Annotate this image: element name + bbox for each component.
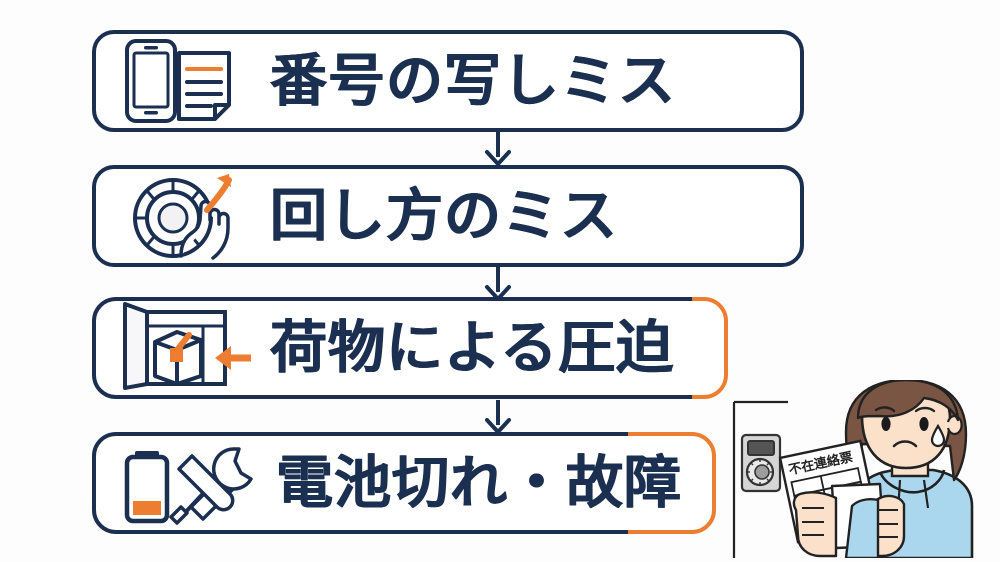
step-label-2: 回し方のミス (270, 182, 618, 249)
dial-lock-wall-device (740, 433, 782, 493)
connector-arrow-1 (478, 130, 518, 168)
step-box-3[interactable]: 荷物による圧迫 (92, 297, 728, 399)
step-box-4[interactable]: 電池切れ・故障 (92, 432, 716, 534)
battery-tools-icon (114, 437, 260, 529)
worried-woman-with-notice-illustration: 不在連絡票 (728, 378, 1000, 560)
step-box-2[interactable]: 回し方のミス (92, 165, 804, 267)
locker-package-pressure-icon (114, 302, 254, 394)
connector-arrow-2 (478, 265, 518, 303)
connector-arrow-3 (478, 398, 518, 436)
dial-lock-hand-icon (118, 170, 248, 262)
step-label-1: 番号の写しミス (270, 47, 676, 114)
step-label-4: 電池切れ・故障 (276, 449, 682, 516)
step-label-3: 荷物による圧迫 (270, 314, 675, 381)
smartphone-document-icon (118, 35, 248, 127)
step-box-1[interactable]: 番号の写しミス (92, 30, 804, 132)
